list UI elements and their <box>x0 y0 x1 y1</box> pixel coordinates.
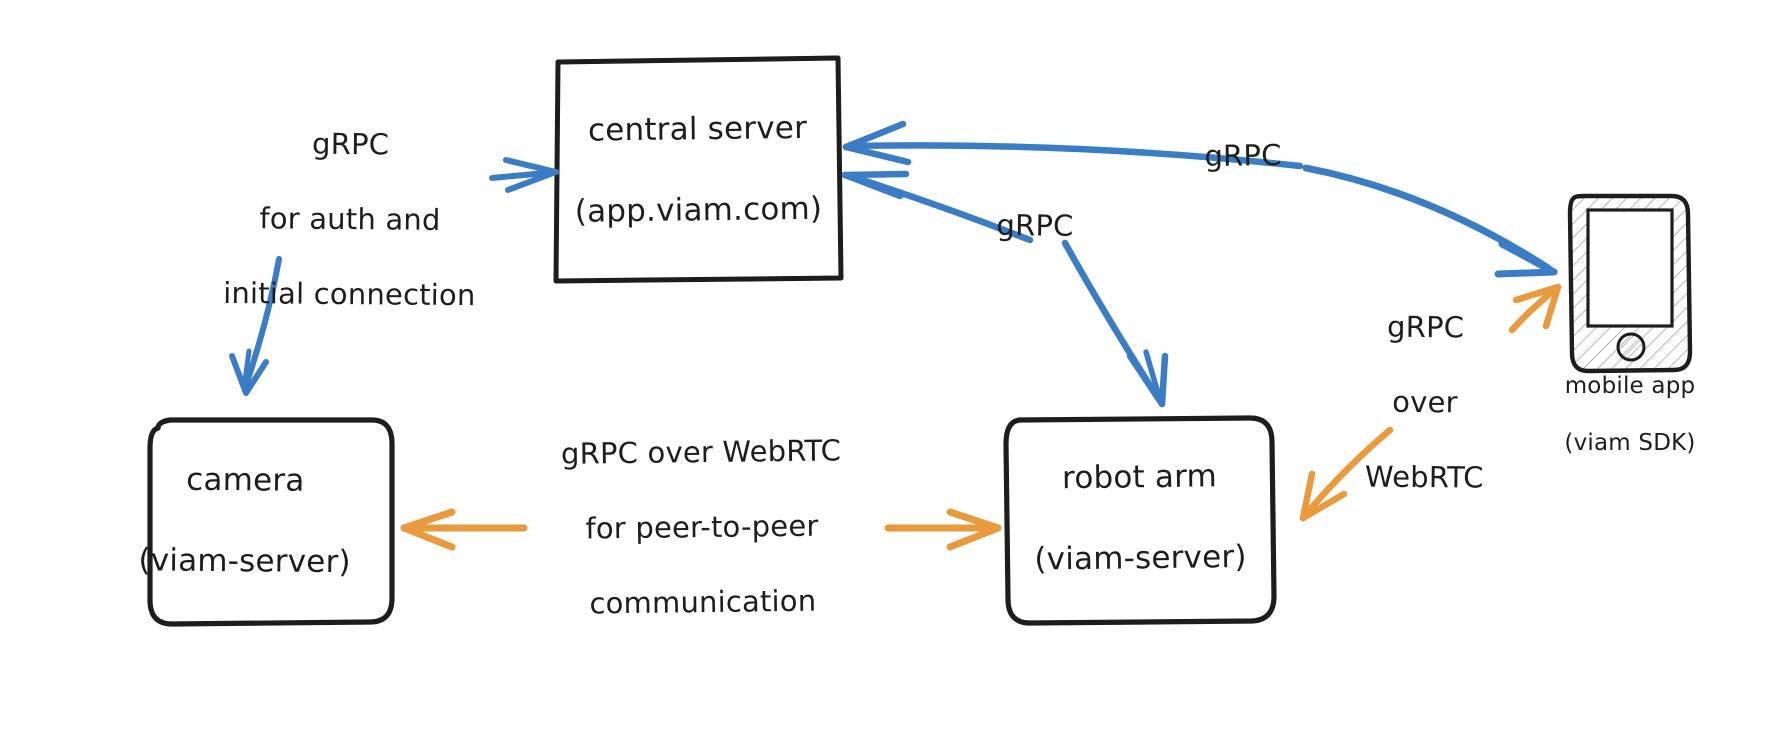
edge-phone-to-arm <box>1299 426 1394 522</box>
node-robot-arm[interactable] <box>1003 415 1277 626</box>
node-mobile-app[interactable] <box>1567 193 1693 374</box>
edge-camera-to-arm <box>884 508 1002 551</box>
edge-camera-to-server <box>489 157 559 193</box>
edge-arm-to-server <box>841 170 1034 244</box>
edge-server-to-phone <box>1302 164 1558 278</box>
node-camera[interactable] <box>147 417 395 627</box>
edge-phone-to-server <box>842 120 1304 170</box>
edge-server-to-camera <box>229 256 282 396</box>
node-central-server[interactable] <box>553 55 844 284</box>
edge-server-to-arm <box>1061 239 1169 408</box>
edge-arm-to-camera <box>400 508 528 551</box>
edge-arm-to-phone <box>1508 283 1562 334</box>
